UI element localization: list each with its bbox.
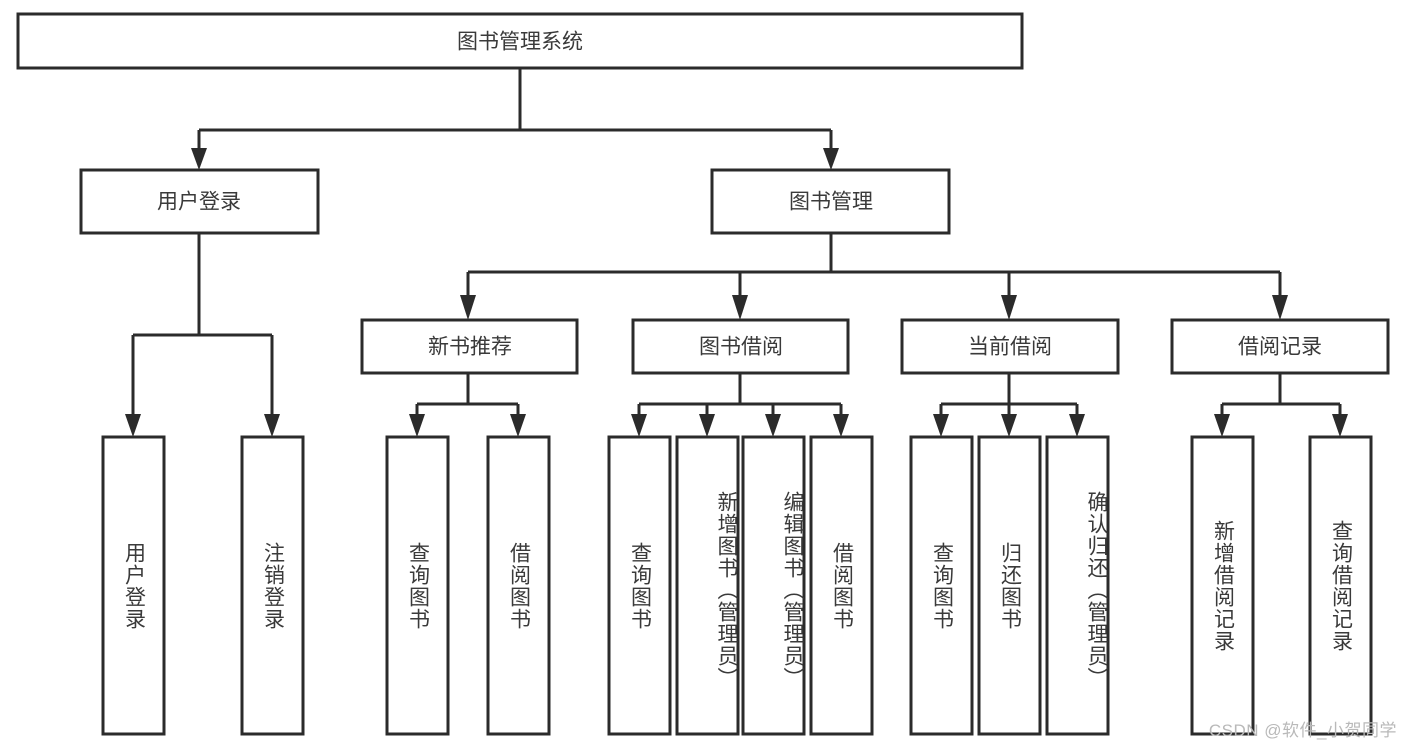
leaf-box-book-borrow-1[interactable]: [675, 435, 740, 736]
arrow-head-borrow-record-leaf1: [1332, 414, 1348, 437]
node-borrow-record[interactable]: 借阅记录: [1170, 318, 1390, 375]
leaf-box-current-borrow-0[interactable]: [909, 435, 974, 736]
node-user-login[interactable]: 用户登录: [79, 168, 320, 235]
arrow-head-user-login-leaf1: [264, 414, 280, 437]
node-root-label: 图书管理系统: [457, 31, 583, 54]
node-book-borrow-label: 图书借阅: [699, 336, 783, 359]
arrow-head-book-borrow: [732, 295, 748, 320]
node-book-borrow-box[interactable]: [631, 318, 850, 375]
arrow-head-current-borrow-leaf1: [1001, 414, 1017, 437]
arrow-head-borrow-record: [1272, 295, 1288, 320]
arrow-head-current-borrow-leaf0: [933, 414, 949, 437]
node-current-borrow[interactable]: 当前借阅: [900, 318, 1120, 375]
node-book-management-label: 图书管理: [789, 191, 873, 214]
node-current-borrow-box[interactable]: [900, 318, 1120, 375]
arrow-head-book-borrow-leaf1: [699, 414, 715, 437]
arrow-head-user-login-leaf0: [125, 414, 141, 437]
arrow-head-current-borrow-leaf2: [1069, 414, 1085, 437]
leaf-box-new-book-0[interactable]: [385, 435, 450, 736]
node-book-management-box[interactable]: [710, 168, 951, 235]
node-borrow-record-label: 借阅记录: [1238, 336, 1322, 359]
connector-layer: [125, 68, 1348, 437]
arrow-head-book-mgmt: [823, 148, 839, 170]
leaf-box-book-borrow-3[interactable]: [809, 435, 874, 736]
arrow-head-borrow-record-leaf0: [1214, 414, 1230, 437]
arrow-head-user-login: [191, 148, 207, 170]
node-root-box[interactable]: [16, 12, 1024, 70]
arrow-head-new-book-leaf0: [409, 414, 425, 437]
leaf-box-current-borrow-1[interactable]: [977, 435, 1042, 736]
csdn-watermark: CSDN @软件_小贺同学: [1208, 721, 1397, 740]
leaf-box-current-borrow-2[interactable]: [1045, 435, 1110, 736]
leaf-box-new-book-1[interactable]: [486, 435, 551, 736]
leaf-box-borrow-record-1[interactable]: [1308, 435, 1373, 736]
node-new-book-recommend-box[interactable]: [360, 318, 579, 375]
leaf-box-user-login-0[interactable]: [101, 435, 166, 736]
node-new-book-recommend[interactable]: 新书推荐: [360, 318, 579, 375]
node-new-book-recommend-label: 新书推荐: [428, 336, 512, 359]
leaf-box-borrow-record-0[interactable]: [1190, 435, 1255, 736]
arrow-head-current-borrow: [1001, 295, 1017, 320]
leaf-box-book-borrow-0[interactable]: [607, 435, 672, 736]
arrow-head-new-book-recommend: [460, 295, 476, 320]
node-user-login-box[interactable]: [79, 168, 320, 235]
arrow-head-book-borrow-leaf0: [631, 414, 647, 437]
arrow-head-book-borrow-leaf2: [765, 414, 781, 437]
node-current-borrow-label: 当前借阅: [968, 336, 1052, 359]
node-user-login-label: 用户登录: [157, 191, 241, 214]
node-root-system[interactable]: 图书管理系统: [16, 12, 1024, 70]
node-borrow-record-box[interactable]: [1170, 318, 1390, 375]
node-book-borrow[interactable]: 图书借阅: [631, 318, 850, 375]
leaf-box-user-login-1[interactable]: [240, 435, 305, 736]
arrow-head-new-book-leaf1: [510, 414, 526, 437]
node-book-management[interactable]: 图书管理: [710, 168, 951, 235]
arrow-head-book-borrow-leaf3: [833, 414, 849, 437]
leaf-box-book-borrow-2[interactable]: [741, 435, 806, 736]
